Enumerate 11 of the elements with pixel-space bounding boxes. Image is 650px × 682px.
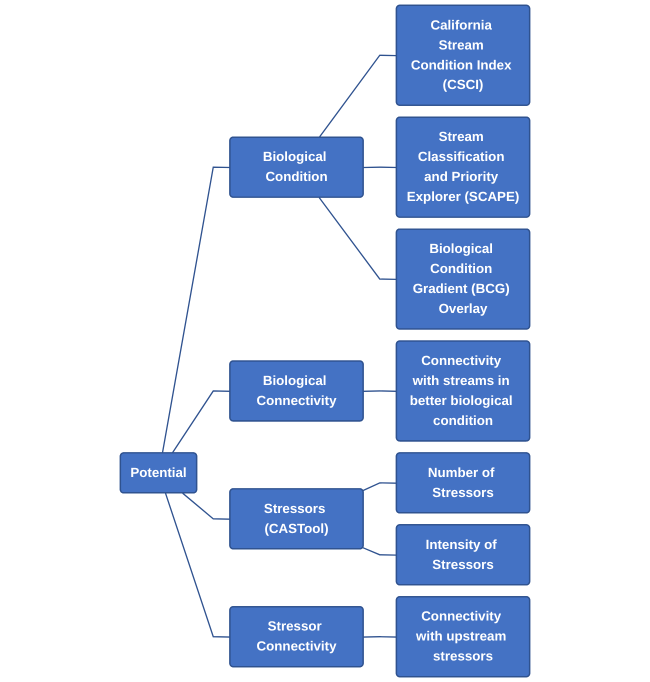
connector — [172, 390, 230, 454]
connector — [362, 482, 397, 492]
connector — [164, 492, 230, 638]
connector — [182, 492, 230, 520]
connector — [162, 166, 230, 454]
connector — [363, 636, 397, 638]
connector — [363, 166, 397, 168]
connector — [363, 390, 397, 392]
connector — [318, 197, 397, 280]
connector — [318, 54, 397, 138]
connector — [362, 547, 397, 556]
